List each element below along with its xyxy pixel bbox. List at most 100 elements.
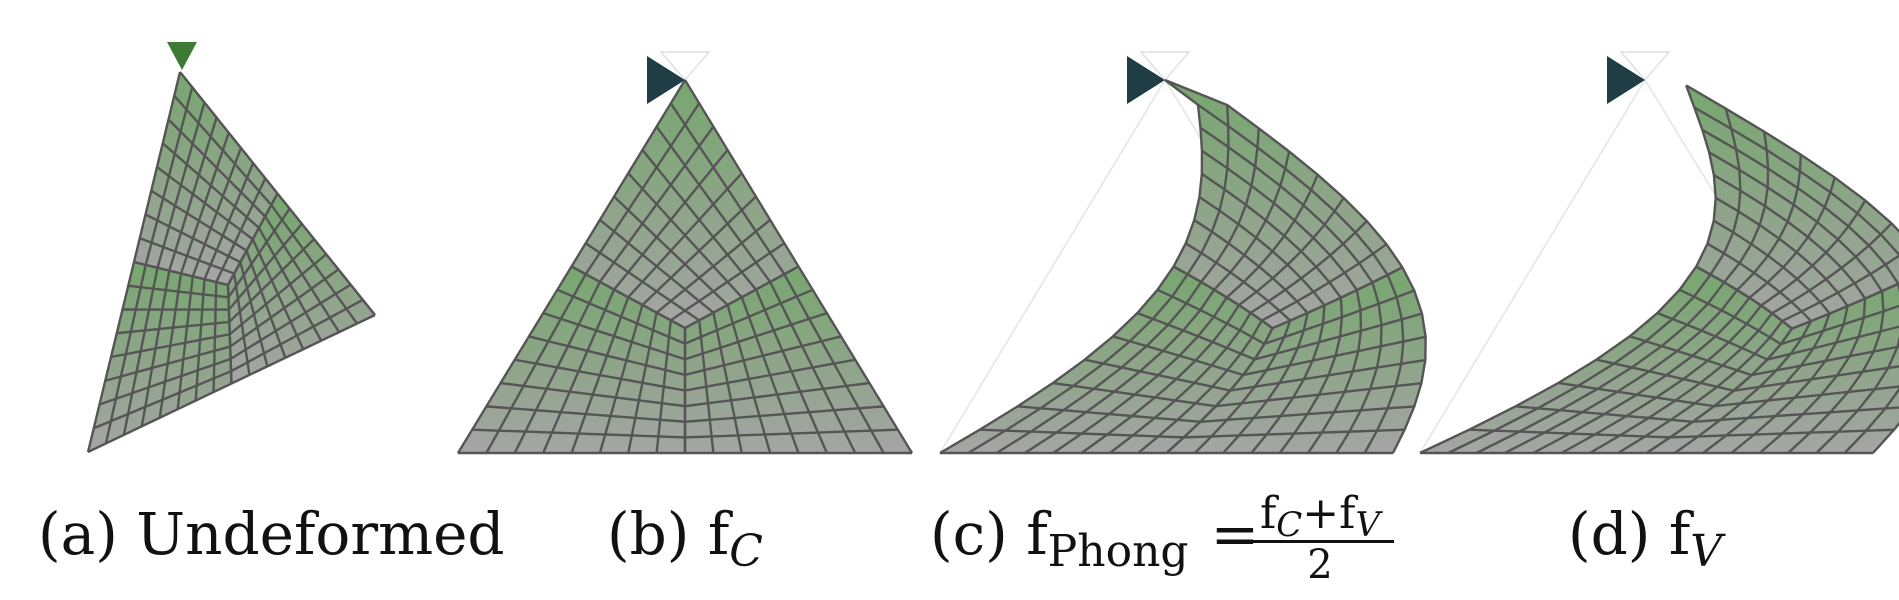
mesh-line: [1843, 387, 1899, 454]
mesh-line: [1629, 335, 1752, 377]
mesh-line: [1136, 311, 1256, 361]
mesh-line: [769, 281, 857, 454]
mesh-line: [670, 242, 785, 322]
mesh-line: [93, 370, 232, 430]
reference-marker: [659, 51, 711, 82]
mesh-line: [684, 265, 800, 330]
mesh-line: [754, 289, 828, 454]
fraction-s2: V: [1355, 505, 1381, 545]
mesh-line: [1261, 243, 1388, 322]
mesh-line: [1165, 327, 1274, 454]
mesh-line: [87, 382, 233, 454]
mesh-line: [1758, 298, 1867, 454]
mesh-line: [528, 335, 686, 377]
caption-b-symbol: f: [707, 500, 730, 568]
mesh-line: [1249, 220, 1368, 314]
mesh-line: [245, 250, 287, 359]
mesh-line: [1222, 312, 1309, 454]
mesh-line: [116, 320, 230, 335]
mesh-line: [1469, 428, 1671, 439]
caption-b: (b) fC: [607, 505, 763, 574]
mesh-line: [1307, 289, 1363, 454]
mesh-line: [1730, 305, 1849, 454]
mesh-line: [1771, 222, 1893, 315]
pin-marker: [1607, 56, 1645, 104]
mesh-line: [1645, 327, 1793, 455]
mesh-line: [712, 312, 743, 454]
mesh-line: [472, 428, 686, 439]
mesh-line: [500, 381, 686, 408]
mesh-line: [257, 227, 323, 342]
mesh-line: [1748, 177, 1836, 299]
mesh-line: [1200, 128, 1260, 283]
mesh-line: [556, 288, 686, 345]
mesh-line: [1250, 305, 1326, 454]
mesh-line: [110, 333, 230, 359]
fraction-s1: C: [1276, 505, 1303, 545]
pin-marker: [1127, 56, 1165, 104]
caption-b-subscript: C: [729, 526, 763, 577]
mesh-line: [1781, 254, 1899, 323]
mesh-line: [144, 86, 194, 266]
mesh-line: [1164, 79, 1204, 268]
panel-undeformed-mesh: [86, 42, 376, 454]
mesh-line: [570, 79, 687, 268]
mesh-line: [215, 177, 267, 283]
mesh-line: [1787, 291, 1885, 454]
mesh-line: [203, 162, 255, 280]
mesh-line: [1017, 405, 1201, 423]
mesh-line: [1272, 266, 1403, 330]
caption-a-text: Undeformed: [136, 500, 505, 568]
mesh-line: [641, 195, 757, 306]
mesh-line: [1186, 105, 1230, 275]
mesh-line: [1213, 151, 1291, 291]
caption-d-symbol: f: [1668, 500, 1691, 568]
mesh-line: [726, 304, 772, 454]
caption-c-fraction: fC+fV 2: [1240, 492, 1400, 585]
mesh-line: [627, 172, 743, 299]
mesh-line: [270, 204, 359, 325]
panel-fv-mesh: [1418, 51, 1899, 455]
mesh-line: [1335, 282, 1383, 454]
caption-d: (d) fV: [1568, 505, 1722, 574]
mesh-line: [598, 125, 715, 283]
mesh-line: [1760, 199, 1867, 307]
pin-marker: [647, 56, 685, 104]
mesh-line: [276, 192, 376, 316]
mesh-patch: [1165, 80, 1403, 329]
mesh-line: [1656, 311, 1768, 361]
mesh-line: [1596, 358, 1735, 392]
caption-a: (a) Undeformed: [38, 505, 505, 563]
mesh-line: [584, 102, 701, 275]
mesh-line: [132, 71, 182, 263]
mesh-line: [1084, 358, 1231, 392]
mesh-line: [613, 149, 729, 291]
fraction-numerator: fC+fV: [1240, 492, 1400, 543]
mesh-line: [168, 117, 218, 271]
mesh-line: [264, 215, 341, 333]
mesh-line: [1112, 335, 1244, 377]
caption-d-prefix: (d): [1568, 500, 1669, 568]
mesh-line: [226, 192, 279, 286]
caption-c: (c) fPhong=: [930, 505, 1281, 574]
mesh-line: [1723, 131, 1770, 284]
reference-marker: [1139, 51, 1191, 82]
panel-fphong-mesh: [938, 51, 1427, 455]
caption-c-symbol: f: [1026, 500, 1048, 568]
mesh-line: [1791, 282, 1899, 330]
mesh-line: [1226, 174, 1319, 299]
mesh-line: [797, 265, 914, 454]
mesh-line: [783, 273, 885, 454]
mesh-line: [233, 273, 251, 376]
mesh-line: [1679, 288, 1782, 346]
mesh-line: [1193, 320, 1292, 454]
mesh-line: [1515, 405, 1693, 423]
mesh-line: [156, 102, 206, 269]
mesh-line: [104, 345, 231, 382]
fraction-bar: [1246, 540, 1394, 543]
caption-c-subscript: Phong: [1047, 526, 1189, 577]
mesh-line: [1685, 84, 1717, 268]
mesh-line: [226, 284, 233, 384]
mesh-line: [1052, 381, 1216, 408]
